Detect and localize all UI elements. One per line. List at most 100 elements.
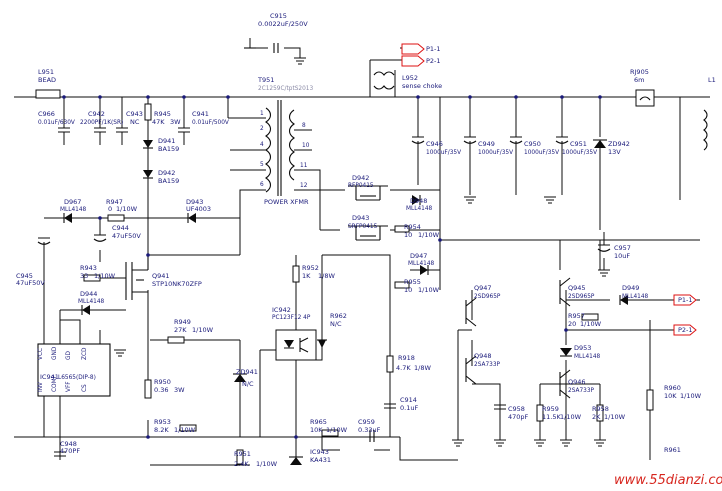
port-P2-lower bbox=[673, 324, 697, 336]
svg-text:2: 2 bbox=[260, 126, 264, 132]
resistor-R954 bbox=[394, 225, 410, 233]
label-L951-ref: L951 bbox=[38, 68, 54, 76]
label-Q947-ref: Q947 bbox=[474, 284, 492, 292]
svg-text:10: 10 bbox=[302, 143, 310, 149]
diode-D941 bbox=[143, 140, 153, 148]
label-D942b-ref: D942 bbox=[352, 174, 369, 182]
resistor-R953 bbox=[179, 424, 197, 432]
label-P1-lower: P1-1 bbox=[678, 296, 693, 304]
label-C945-ref: C945 bbox=[16, 272, 33, 280]
label-R959-rate: 1/10W bbox=[560, 413, 582, 421]
svg-text:6: 6 bbox=[260, 182, 264, 188]
label-T951-part: 2C1259C/tptS2013 bbox=[258, 86, 313, 92]
label-C959-ref: C959 bbox=[358, 418, 375, 426]
label-D941-ref: D941 bbox=[158, 137, 175, 145]
label-C945-val: 47uF50V bbox=[16, 279, 45, 287]
label-R960-ref: R960 bbox=[664, 384, 681, 392]
label-R955-ref: R955 bbox=[404, 278, 421, 286]
cap-C941 bbox=[178, 127, 190, 133]
ic-IC941 bbox=[37, 343, 111, 397]
label-C914-val: 0.1uF bbox=[400, 404, 418, 412]
label-L952-ref: L952 bbox=[402, 74, 418, 82]
label-IC941-val: L6565(DIP-8) bbox=[58, 375, 96, 381]
label-R957-ref: R957 bbox=[568, 312, 585, 320]
svg-text:1: 1 bbox=[260, 111, 264, 117]
label-C957-val: 10uF bbox=[614, 252, 630, 260]
svg-text:GD: GD bbox=[66, 351, 72, 360]
label-L951-val: BEAD bbox=[38, 76, 56, 84]
label-C951-val: 1000uF/35V bbox=[562, 150, 597, 156]
shunt-IC943 bbox=[290, 457, 302, 465]
label-D943b-val: SRFP0415 bbox=[348, 224, 378, 230]
label-P2-upper: P2-1 bbox=[426, 57, 441, 65]
label-T951-name: POWER XFMR bbox=[264, 198, 309, 206]
label-C949-val: 1000uF/35V bbox=[478, 150, 513, 156]
label-P2-lower: P2-1 bbox=[678, 326, 693, 334]
label-L1: L1 bbox=[708, 76, 716, 84]
label-C951-ref: C951 bbox=[570, 140, 587, 148]
resistor-R952 bbox=[292, 265, 300, 283]
zener-R962 bbox=[318, 340, 326, 348]
cap-C943 bbox=[116, 127, 128, 133]
svg-text:ZCD: ZCD bbox=[82, 347, 88, 360]
label-C946-ref: C946 bbox=[426, 140, 443, 148]
resistor-R949 bbox=[167, 336, 185, 344]
label-R954-rate: 1/10W bbox=[418, 231, 440, 239]
resistor-R918 bbox=[386, 355, 394, 373]
label-C942-val: 2200PF/1K(SR) bbox=[80, 120, 123, 126]
label-RJ905-val: 6m bbox=[634, 76, 644, 84]
label-ZD941-val: N/C bbox=[242, 380, 254, 388]
resistor-R958 bbox=[596, 404, 604, 422]
label-RJ905-ref: RJ905 bbox=[630, 68, 649, 76]
label-D941-val: BA159 bbox=[158, 145, 179, 153]
label-R958-ref: R958 bbox=[592, 405, 609, 413]
label-R951-val: 2.4K bbox=[234, 460, 249, 468]
svg-text:4: 4 bbox=[260, 142, 264, 148]
choke-L952 bbox=[373, 71, 395, 90]
resistor-R955 bbox=[394, 281, 410, 289]
resistor-R950 bbox=[144, 379, 152, 399]
diode-D942 bbox=[143, 170, 153, 178]
label-R957-val: 20 bbox=[568, 320, 576, 328]
label-R947-rate: 1/10W bbox=[116, 205, 138, 213]
mosfet-D942 bbox=[348, 185, 388, 201]
label-R949-val: 27K bbox=[174, 326, 187, 334]
diode-D947 bbox=[420, 265, 428, 275]
label-R961: R961 bbox=[664, 446, 681, 454]
label-C942-ref: C942 bbox=[88, 110, 105, 118]
cap-C958 bbox=[494, 404, 506, 410]
label-D942b-val: RFP0415 bbox=[348, 183, 374, 189]
label-R965-ref: R965 bbox=[310, 418, 327, 426]
cap-C957 bbox=[597, 244, 611, 252]
label-ZD942-ref: ZD942 bbox=[608, 140, 630, 148]
label-R959-ref: R959 bbox=[542, 405, 559, 413]
label-R947-ref: R947 bbox=[106, 198, 123, 206]
bjt-Q946 bbox=[559, 369, 571, 399]
label-C958-ref: C958 bbox=[508, 405, 525, 413]
label-ZD942-val: 13V bbox=[608, 148, 621, 156]
label-D943-val: UF4003 bbox=[186, 205, 211, 213]
resistor-R951 bbox=[236, 449, 244, 465]
label-D943-ref: D943 bbox=[186, 198, 203, 206]
transformer-T951 bbox=[258, 100, 312, 196]
port-P1-upper bbox=[401, 43, 425, 55]
label-R951-rate: 1/10W bbox=[256, 460, 278, 468]
cap-C942 bbox=[94, 127, 106, 133]
resistor-R945 bbox=[144, 103, 152, 121]
label-R960-rate: 1/10W bbox=[680, 392, 702, 400]
label-Q945-ref: Q945 bbox=[568, 284, 586, 292]
label-Q941-ref: Q941 bbox=[152, 272, 170, 280]
cap-C914 bbox=[384, 403, 396, 409]
optocoupler-IC942 bbox=[275, 329, 317, 361]
label-C948-ref: C948 bbox=[60, 440, 77, 448]
label-R945-ref: R945 bbox=[154, 110, 171, 118]
label-R953-val: 8.2K bbox=[154, 426, 169, 434]
bjt-Q947 bbox=[465, 297, 477, 327]
label-C950-ref: C950 bbox=[524, 140, 541, 148]
svg-text:VFF: VFF bbox=[66, 381, 72, 392]
label-R965-rate: 1/10W bbox=[326, 426, 348, 434]
label-R965-val: 10K bbox=[310, 426, 323, 434]
label-R943-ref: R943 bbox=[80, 264, 97, 272]
svg-text:GND: GND bbox=[52, 346, 58, 360]
resistor-R957 bbox=[581, 313, 599, 321]
